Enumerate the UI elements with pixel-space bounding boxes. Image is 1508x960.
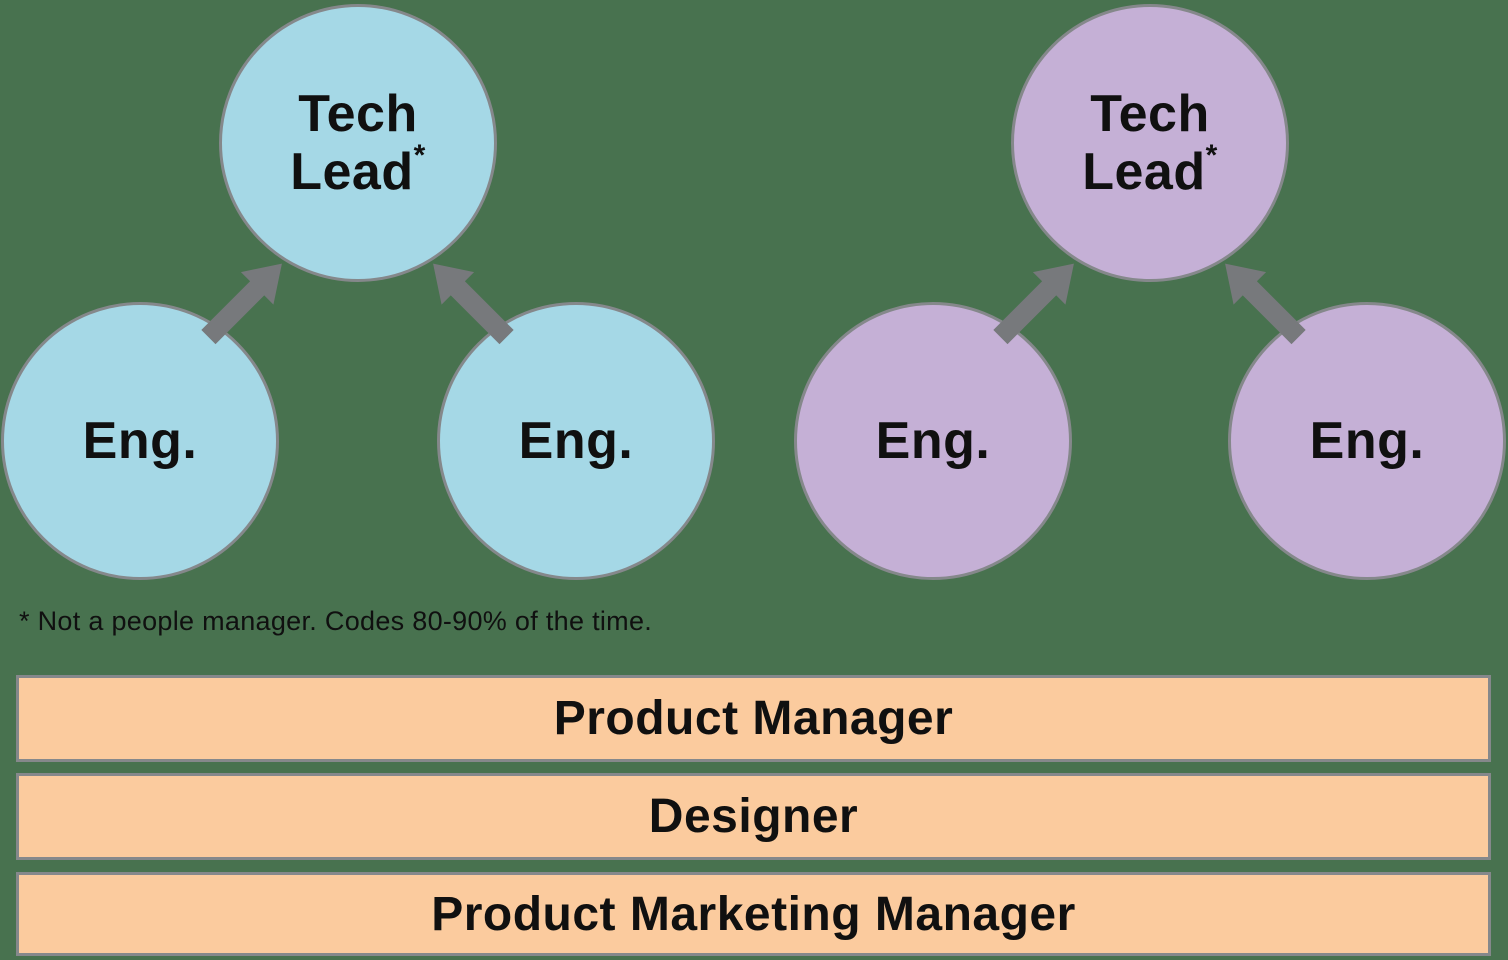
engineer-circle-team-b-right: Eng. bbox=[1228, 302, 1506, 580]
engineer-circle-team-a-right: Eng. bbox=[437, 302, 715, 580]
tech-lead-label: Tech Lead* bbox=[1082, 85, 1218, 201]
footnote-marker: * bbox=[413, 139, 426, 172]
arrow-up-left-icon bbox=[433, 263, 514, 345]
arrow-up-right-icon bbox=[201, 263, 282, 345]
engineer-label: Eng. bbox=[82, 411, 198, 470]
footnote-text: * Not a people manager. Codes 80-90% of … bbox=[19, 606, 653, 636]
tech-lead-line1: Tech bbox=[298, 84, 418, 143]
tech-lead-circle-team-a: Tech Lead* bbox=[219, 4, 497, 282]
footnote-marker: * bbox=[1205, 139, 1218, 172]
engineer-label: Eng. bbox=[1309, 411, 1425, 470]
tech-lead-line1: Tech bbox=[1090, 84, 1210, 143]
engineer-label: Eng. bbox=[875, 411, 991, 470]
arrow-up-right-icon bbox=[993, 263, 1074, 345]
arrow-up-left-icon bbox=[1225, 263, 1306, 345]
tech-lead-label: Tech Lead* bbox=[290, 85, 426, 201]
shared-role-label: Product Marketing Manager bbox=[431, 887, 1076, 941]
engineer-circle-team-a-left: Eng. bbox=[1, 302, 279, 580]
engineer-circle-team-b-left: Eng. bbox=[794, 302, 1072, 580]
shared-role-label: Designer bbox=[648, 790, 859, 843]
shared-role-bar-product-manager: Product Manager bbox=[16, 675, 1491, 762]
tech-lead-line2: Lead bbox=[1082, 143, 1206, 201]
tech-lead-line2: Lead bbox=[290, 143, 414, 201]
engineer-label: Eng. bbox=[518, 411, 634, 470]
shared-role-label: Product Manager bbox=[553, 692, 954, 745]
shared-role-bar-product-marketing-manager: Product Marketing Manager bbox=[16, 872, 1491, 956]
tech-lead-circle-team-b: Tech Lead* bbox=[1011, 4, 1289, 282]
shared-role-bar-designer: Designer bbox=[16, 773, 1491, 860]
